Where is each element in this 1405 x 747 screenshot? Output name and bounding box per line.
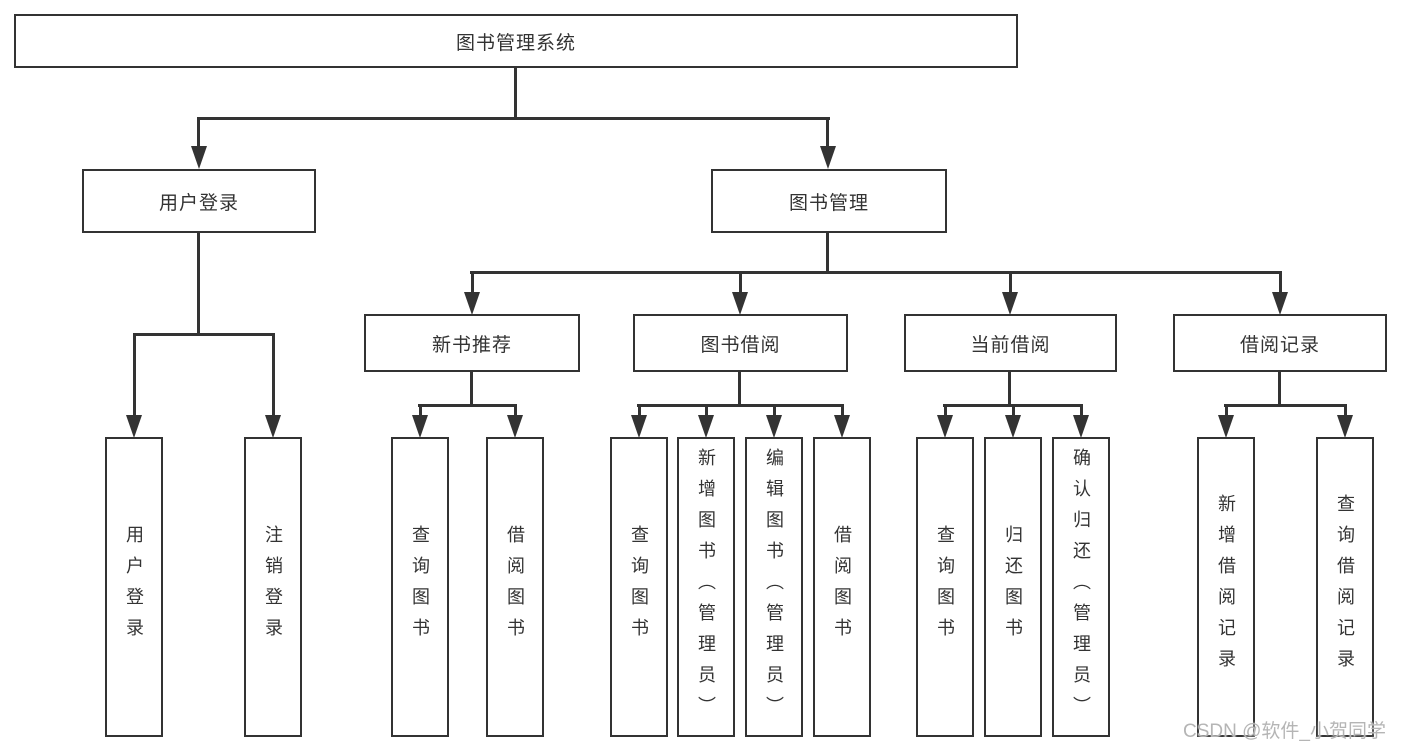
connector-br-horizontal: [1224, 404, 1347, 407]
connector-root-stem: [514, 68, 517, 119]
arrowhead-down-icon: [698, 415, 714, 438]
connector-drop-bb-query: [638, 404, 641, 418]
node-nbr-borrow-books: 借阅图书: [486, 437, 544, 737]
connector-drop-new-book-recommend: [471, 271, 474, 295]
node-nbr-query-books-label: 查询图书: [410, 525, 430, 649]
node-br-query-record-label: 查询借阅记录: [1335, 494, 1355, 680]
connector-bb-stem: [738, 372, 741, 406]
connector-drop-borrow-records: [1279, 271, 1282, 295]
arrowhead-down-icon: [412, 415, 428, 438]
arrowhead-down-icon: [1272, 292, 1288, 315]
connector-level3-horizontal: [470, 271, 1282, 274]
node-leaf-logout: 注销登录: [244, 437, 302, 737]
node-br-add-record: 新增借阅记录: [1197, 437, 1255, 737]
connector-drop-current-borrow: [1009, 271, 1012, 295]
connector-book-management-stem: [826, 233, 829, 274]
node-borrow-records-label: 借阅记录: [1239, 334, 1320, 356]
node-root-label: 图书管理系统: [455, 32, 576, 54]
connector-drop-br-add: [1225, 404, 1228, 418]
connector-drop-cb-query: [944, 404, 947, 418]
connector-drop-book-management: [826, 117, 829, 150]
connector-drop-nbr-query: [419, 404, 422, 418]
arrowhead-down-icon: [191, 146, 207, 169]
node-current-borrow: 当前借阅: [904, 314, 1117, 372]
connector-level1-horizontal: [197, 117, 830, 120]
node-current-borrow-label: 当前借阅: [970, 334, 1051, 356]
node-bb-edit-books-label: 编辑图书（管理员）: [764, 447, 784, 727]
node-br-add-record-label: 新增借阅记录: [1216, 494, 1236, 680]
arrowhead-down-icon: [1218, 415, 1234, 438]
node-bb-query-books: 查询图书: [610, 437, 668, 737]
connector-drop-cb-return: [1012, 404, 1015, 418]
connector-user-login-horizontal: [133, 333, 274, 336]
node-book-borrow: 图书借阅: [633, 314, 848, 372]
connector-drop-br-query: [1344, 404, 1347, 418]
arrowhead-down-icon: [820, 146, 836, 169]
node-nbr-borrow-books-label: 借阅图书: [505, 525, 525, 649]
connector-nbr-stem: [470, 372, 473, 406]
connector-drop-bb-borrow: [841, 404, 844, 418]
node-bb-add-books-label: 新增图书（管理员）: [696, 447, 716, 727]
arrowhead-down-icon: [766, 415, 782, 438]
node-bb-borrow-books-label: 借阅图书: [832, 525, 852, 649]
node-leaf-user-login: 用户登录: [105, 437, 163, 737]
arrowhead-down-icon: [1002, 292, 1018, 315]
connector-drop-leaf-logout: [272, 333, 275, 418]
csdn-watermark: CSDN @软件_小贺同学: [1183, 721, 1386, 742]
node-leaf-logout-label: 注销登录: [263, 525, 283, 649]
arrowhead-down-icon: [507, 415, 523, 438]
node-br-query-record: 查询借阅记录: [1316, 437, 1374, 737]
node-cb-query-books: 查询图书: [916, 437, 974, 737]
connector-cb-stem: [1008, 372, 1011, 406]
node-user-login: 用户登录: [82, 169, 316, 233]
node-cb-return-books-label: 归还图书: [1003, 525, 1023, 649]
connector-drop-nbr-borrow: [514, 404, 517, 418]
connector-user-login-stem: [197, 233, 200, 335]
arrowhead-down-icon: [126, 415, 142, 438]
node-leaf-user-login-label: 用户登录: [124, 525, 144, 649]
node-nbr-query-books: 查询图书: [391, 437, 449, 737]
node-bb-add-books: 新增图书（管理员）: [677, 437, 735, 737]
connector-drop-user-login: [197, 117, 200, 150]
node-cb-query-books-label: 查询图书: [935, 525, 955, 649]
node-borrow-records: 借阅记录: [1173, 314, 1387, 372]
node-cb-confirm-return: 确认归还（管理员）: [1052, 437, 1110, 737]
connector-bb-horizontal: [637, 404, 844, 407]
arrowhead-down-icon: [265, 415, 281, 438]
node-root: 图书管理系统: [14, 14, 1018, 68]
arrowhead-down-icon: [937, 415, 953, 438]
arrowhead-down-icon: [464, 292, 480, 315]
node-book-management-label: 图书管理: [788, 192, 869, 214]
connector-drop-leaf-user-login: [133, 333, 136, 418]
node-cb-return-books: 归还图书: [984, 437, 1042, 737]
arrowhead-down-icon: [1073, 415, 1089, 438]
connector-drop-book-borrow: [739, 271, 742, 295]
connector-br-stem: [1278, 372, 1281, 406]
node-bb-edit-books: 编辑图书（管理员）: [745, 437, 803, 737]
node-cb-confirm-return-label: 确认归还（管理员）: [1071, 447, 1091, 727]
node-user-login-label: 用户登录: [158, 192, 239, 214]
node-book-borrow-label: 图书借阅: [700, 334, 781, 356]
arrowhead-down-icon: [1337, 415, 1353, 438]
arrowhead-down-icon: [631, 415, 647, 438]
connector-drop-cb-confirm: [1080, 404, 1083, 418]
node-bb-query-books-label: 查询图书: [629, 525, 649, 649]
connector-drop-bb-edit: [773, 404, 776, 418]
arrowhead-down-icon: [1005, 415, 1021, 438]
node-bb-borrow-books: 借阅图书: [813, 437, 871, 737]
node-new-book-recommend-label: 新书推荐: [431, 334, 512, 356]
node-book-management: 图书管理: [711, 169, 947, 233]
arrowhead-down-icon: [834, 415, 850, 438]
arrowhead-down-icon: [732, 292, 748, 315]
node-new-book-recommend: 新书推荐: [364, 314, 580, 372]
connector-nbr-horizontal: [418, 404, 517, 407]
connector-drop-bb-add: [705, 404, 708, 418]
